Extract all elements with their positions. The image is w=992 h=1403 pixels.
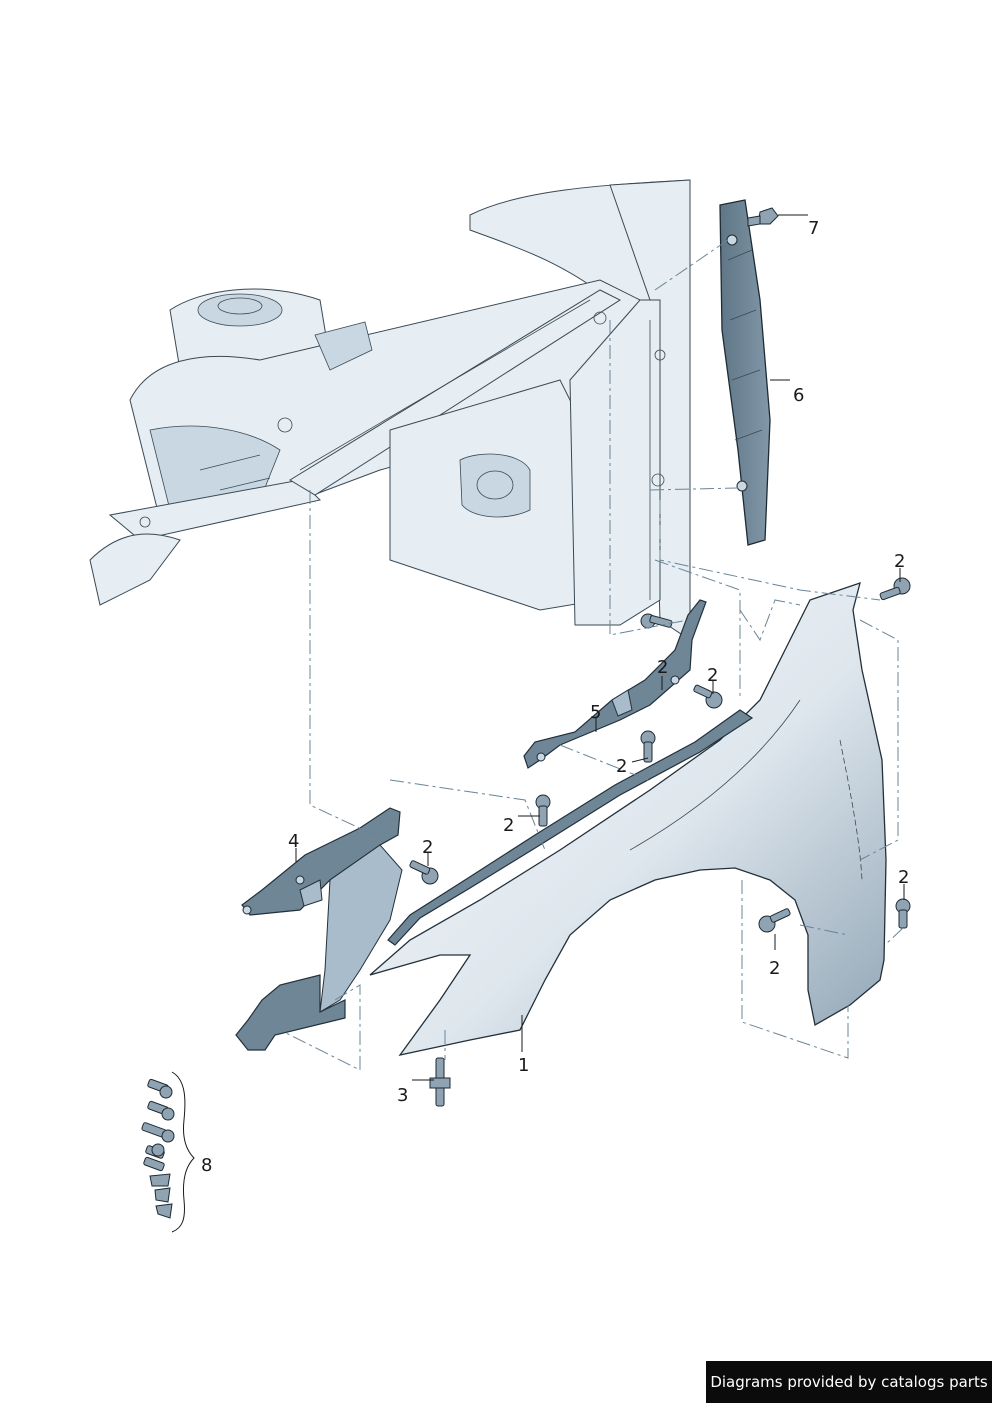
callout-fastener-kit: 8: [201, 1155, 212, 1176]
body-structure: [89, 179, 691, 641]
callout-labels: 1 2 2 2 2 2 2 2 2 3 4 5 6 7 8: [201, 218, 909, 1176]
left-bracket-part: [235, 807, 403, 1051]
callout-bolt-arch-left: 2: [769, 958, 780, 979]
fastener-kit-part: [141, 1071, 195, 1233]
bolt-bracket-lower-part: [640, 730, 656, 763]
upper-bracket-part: [523, 599, 707, 769]
fender-part: [369, 581, 887, 1056]
callout-fender: 1: [518, 1055, 529, 1076]
seal-strip-part: [719, 199, 771, 546]
stud-bolt-part: [429, 1057, 451, 1107]
bolt-left-bracket-part: [409, 860, 439, 885]
clip-part: [747, 207, 779, 227]
callout-bolt-bracket-right: 2: [707, 665, 718, 686]
callout-bolt-rail-mid: 2: [503, 815, 514, 836]
callout-bolt-left-bracket: 2: [422, 837, 433, 858]
credit-text: Diagrams provided by catalogs parts: [710, 1373, 988, 1391]
callout-bolt-bracket-lower: 2: [616, 756, 627, 777]
bolt-arch-right-part: [895, 898, 911, 929]
credit-banner: Diagrams provided by catalogs parts: [706, 1361, 992, 1403]
callout-left-bracket: 4: [288, 831, 299, 852]
callout-bolt-bracket-upper: 2: [657, 657, 668, 678]
bolt-bracket-right-part: [693, 684, 723, 709]
callout-bolt-top-right: 2: [894, 551, 905, 572]
callout-stud-bolt: 3: [397, 1085, 408, 1106]
bolt-arch-left-part: [758, 908, 791, 933]
bolt-rail-mid-part: [535, 794, 551, 827]
bolt-top-right-part: [879, 577, 911, 601]
callout-leaders: [295, 214, 905, 1081]
callout-seal-strip: 6: [793, 385, 804, 406]
bolt-bracket-upper-part: [640, 613, 673, 629]
callout-upper-bracket: 5: [590, 702, 601, 723]
bolts: [409, 577, 911, 1107]
alignment-lines: [279, 239, 904, 1071]
callout-clip: 7: [808, 218, 819, 239]
callout-bolt-arch-right: 2: [898, 867, 909, 888]
